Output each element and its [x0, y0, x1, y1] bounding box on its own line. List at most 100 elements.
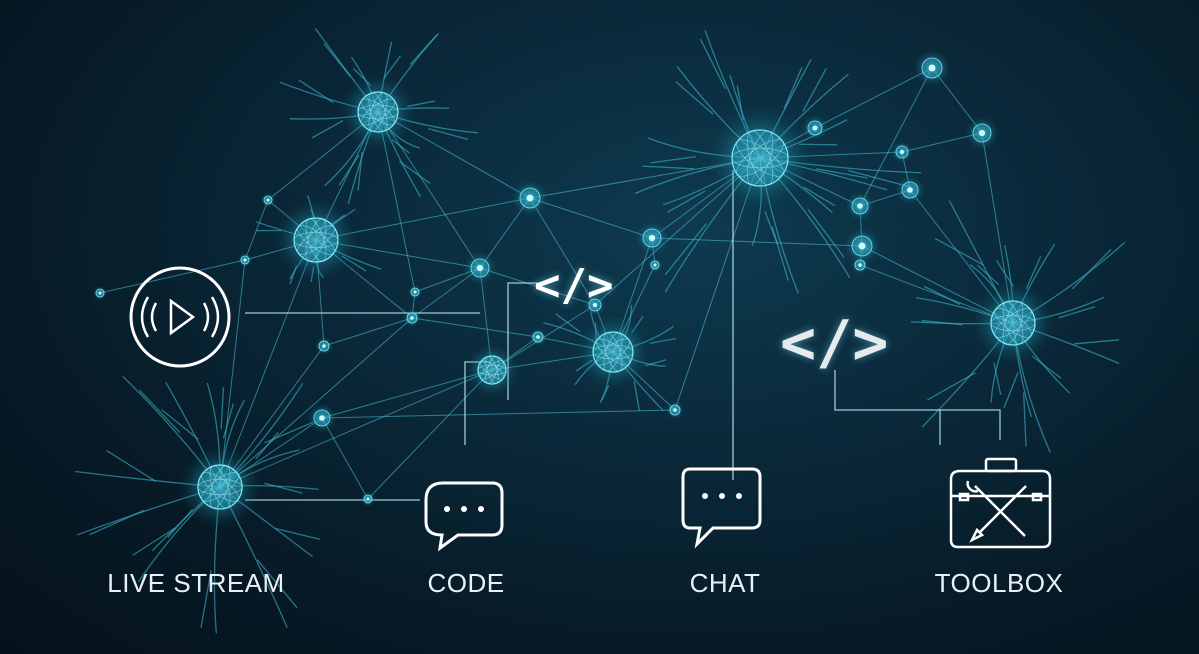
dendrite	[807, 209, 845, 258]
node-glow	[274, 198, 358, 282]
node-mesh	[731, 147, 789, 169]
dendrite	[664, 223, 707, 276]
node-mesh	[1002, 301, 1024, 345]
dendrite	[255, 432, 279, 460]
node-dot	[536, 335, 540, 339]
network-edge	[219, 239, 317, 488]
dendrite	[106, 449, 157, 482]
feature-label-toolbox: TOOLBOX	[934, 568, 1064, 598]
network-edge	[244, 199, 269, 261]
network-node	[801, 114, 829, 142]
node-dot	[98, 291, 102, 295]
network-nodes	[92, 49, 1055, 529]
dendrite	[428, 128, 468, 141]
network-node	[964, 115, 1000, 151]
node-dot	[322, 344, 326, 348]
play-broadcast-icon	[129, 266, 231, 368]
dendrite	[1003, 371, 1019, 409]
node-dot	[413, 290, 417, 294]
node-mesh	[368, 92, 388, 132]
code-tag: </>	[534, 260, 614, 311]
dendrite	[200, 570, 212, 628]
node-dot	[858, 242, 866, 250]
node-glow	[971, 281, 1055, 365]
dendrite	[1031, 355, 1062, 379]
dendrite	[338, 154, 360, 186]
feature-label-chat: CHAT	[689, 568, 761, 598]
node-dot	[266, 198, 270, 202]
dendrite	[699, 38, 726, 89]
dendrite	[650, 155, 696, 164]
node-glow	[465, 343, 519, 397]
network-node	[706, 104, 814, 212]
node-mesh	[368, 92, 388, 132]
node-mesh	[201, 472, 239, 502]
node-mesh	[305, 218, 327, 262]
node-mesh	[201, 472, 239, 502]
network-node	[575, 314, 651, 390]
network-edge	[529, 197, 653, 239]
node-mesh	[603, 332, 623, 372]
node-core	[731, 129, 789, 187]
network-edge	[411, 317, 539, 338]
dendrite	[934, 237, 984, 266]
network-node	[511, 179, 549, 217]
network-node	[844, 190, 876, 222]
dendrite	[409, 34, 438, 65]
node-mesh	[209, 465, 231, 509]
network-edge	[367, 369, 493, 500]
network-node	[306, 402, 338, 434]
node-dot	[653, 263, 657, 267]
network-edge	[321, 417, 369, 500]
node-dot	[812, 125, 818, 131]
node-glow	[575, 314, 651, 390]
node-mesh	[485, 356, 499, 384]
node-dot	[648, 234, 656, 242]
dendrite	[220, 387, 225, 430]
node-glow	[706, 104, 814, 212]
node-mesh	[746, 130, 774, 186]
dendrite	[1071, 248, 1112, 290]
node-dot	[366, 497, 370, 501]
network-node	[647, 257, 663, 273]
node-glow	[340, 74, 416, 150]
dendrite	[803, 186, 836, 207]
network-node	[360, 491, 376, 507]
network-node	[92, 285, 108, 301]
node-dot	[410, 316, 414, 320]
node-dot	[476, 264, 484, 272]
network-node	[894, 174, 926, 206]
network-node	[178, 445, 262, 529]
node-mesh	[603, 332, 623, 372]
dendrite	[298, 79, 334, 104]
dendrite	[264, 482, 303, 494]
node-mesh	[361, 98, 395, 126]
neuron-dendrites	[75, 28, 1126, 634]
network-edge	[321, 409, 676, 419]
network-node	[890, 140, 914, 164]
node-mesh	[736, 139, 784, 177]
dendrite	[256, 559, 298, 609]
dendrite	[555, 313, 581, 333]
dendrite	[357, 152, 363, 191]
network-edge	[859, 67, 933, 207]
dendrite	[771, 226, 789, 281]
node-dot	[857, 203, 863, 209]
node-mesh	[357, 104, 399, 120]
node-mesh	[1002, 301, 1024, 345]
network-node	[971, 281, 1055, 365]
network-edge	[321, 369, 493, 419]
dendrite	[311, 119, 344, 139]
dendrite	[815, 168, 868, 179]
node-dot	[319, 415, 325, 421]
node-glow	[178, 445, 262, 529]
toolbox-icon	[949, 457, 1052, 549]
network-edge	[219, 369, 493, 488]
dendrite	[323, 43, 351, 77]
dendrite	[675, 81, 714, 115]
network-node	[260, 192, 276, 208]
network-node	[274, 198, 358, 282]
node-mesh	[361, 98, 395, 126]
node-mesh	[297, 225, 335, 255]
